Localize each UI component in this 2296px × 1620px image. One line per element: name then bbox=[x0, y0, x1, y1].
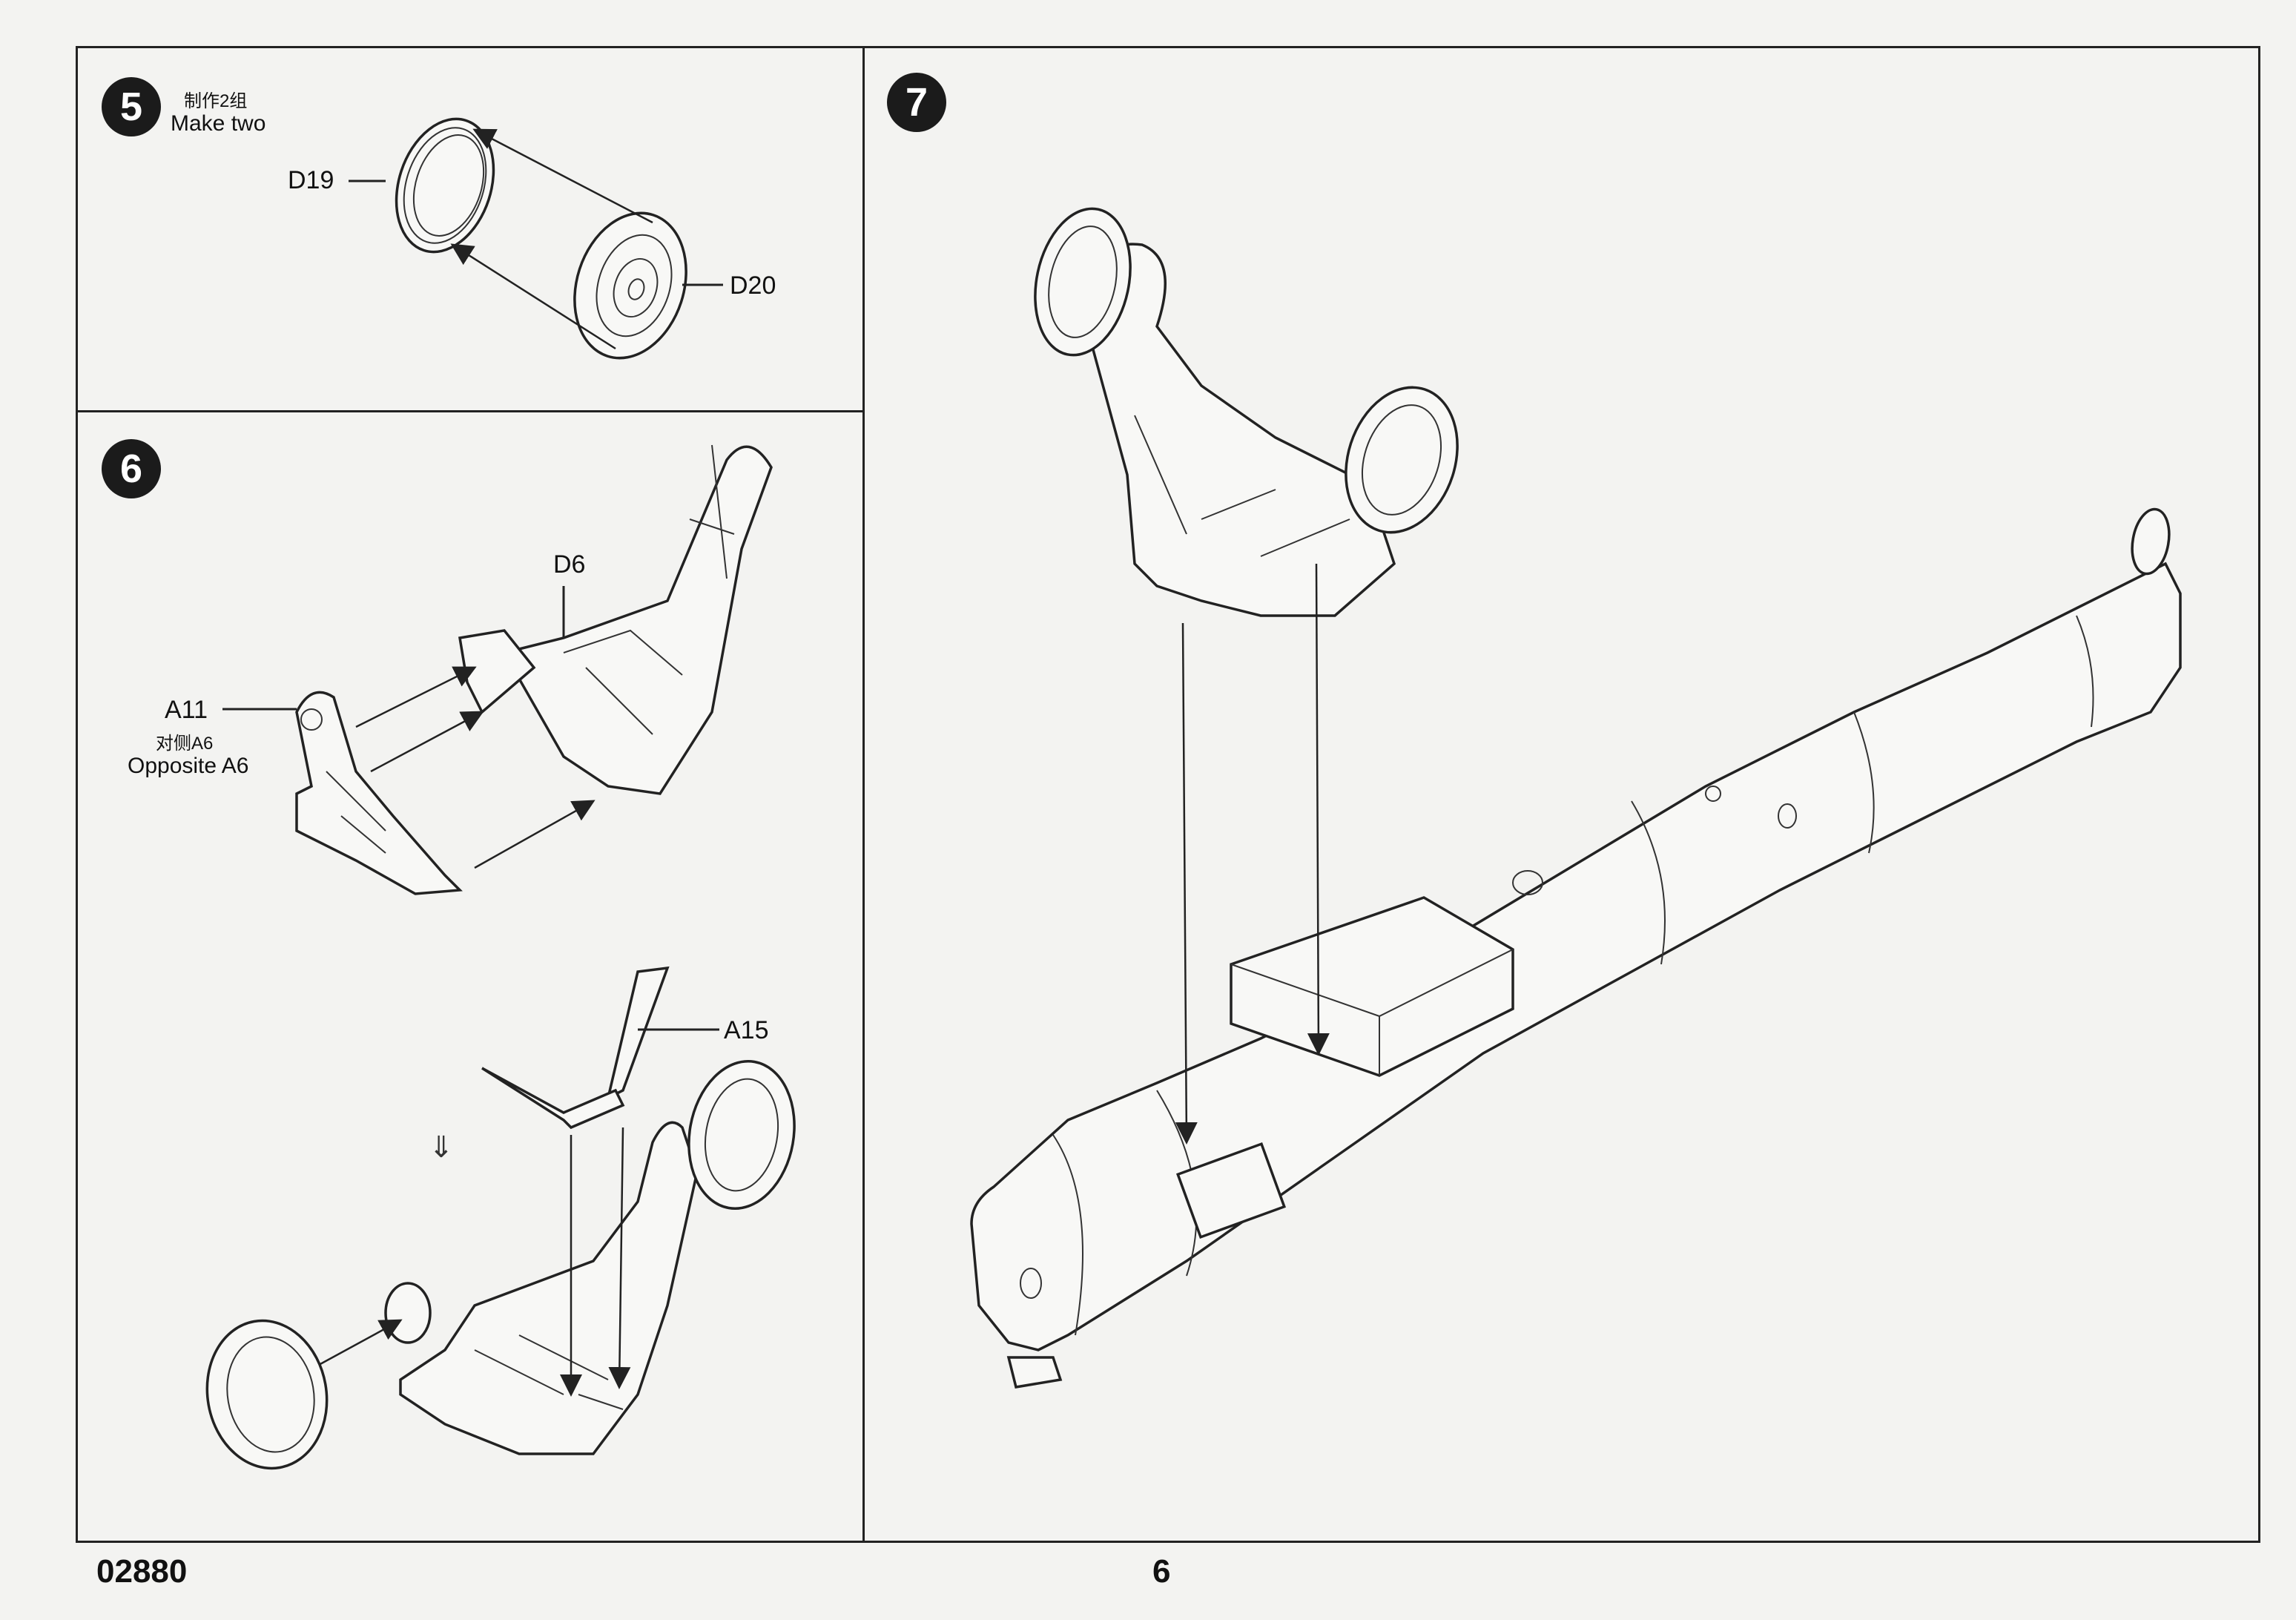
step-6-number: 6 bbox=[119, 447, 143, 491]
fuselage-drawing bbox=[970, 507, 2182, 1389]
part-label-a11: A11 bbox=[165, 696, 208, 724]
arrow-6f bbox=[318, 1319, 403, 1366]
step-6-badge: 6 bbox=[102, 439, 161, 498]
step-5-note-en: Make two bbox=[171, 111, 266, 136]
footer-product-code: 02880 bbox=[96, 1553, 188, 1590]
footer-page-number: 6 bbox=[1152, 1553, 1171, 1590]
arrow-6b bbox=[370, 711, 484, 773]
arrow-5b bbox=[450, 243, 616, 350]
arrow-6e bbox=[608, 1127, 631, 1389]
arrow-6c bbox=[474, 800, 596, 869]
part-label-d6: D6 bbox=[553, 550, 586, 579]
wheel-half-d19-drawing bbox=[395, 117, 495, 254]
arrow-6a bbox=[355, 666, 477, 728]
step-5-badge: 5 bbox=[102, 77, 161, 136]
step-7-badge: 7 bbox=[887, 73, 946, 132]
step-5-note-cn: 制作2组 bbox=[184, 91, 248, 111]
gear-assembly-drawing bbox=[205, 1060, 796, 1470]
step-6-note-cn: 对侧A6 bbox=[156, 734, 214, 754]
down-arrow-icon: ⇓ bbox=[429, 1130, 454, 1165]
arrow-7a bbox=[1175, 622, 1198, 1145]
gear-leg-d6-drawing bbox=[458, 444, 773, 795]
main-gear-assembly-drawing bbox=[1034, 207, 1459, 617]
part-label-a15: A15 bbox=[724, 1016, 769, 1044]
part-label-d20: D20 bbox=[730, 271, 776, 300]
arrow-7b bbox=[1307, 563, 1330, 1056]
step-7-number: 7 bbox=[905, 80, 928, 125]
part-a11-drawing bbox=[295, 691, 463, 895]
panel-step7 bbox=[862, 46, 2260, 1543]
step-6-note-en: Opposite A6 bbox=[128, 754, 249, 778]
part-label-d19: D19 bbox=[288, 166, 334, 194]
wheel-half-d20-drawing bbox=[573, 211, 687, 360]
step-5-number: 5 bbox=[119, 85, 143, 129]
arrow-5a bbox=[472, 128, 653, 224]
strut-a15-drawing bbox=[481, 966, 670, 1130]
